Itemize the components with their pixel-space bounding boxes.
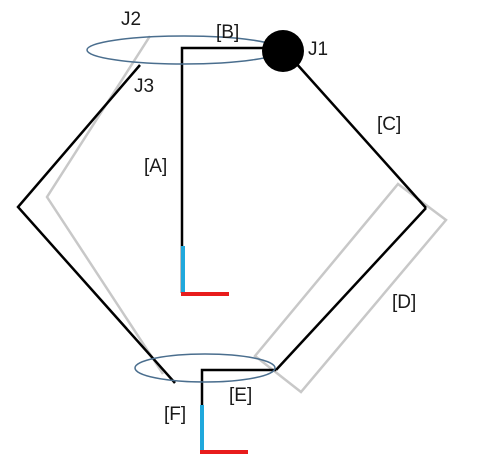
label-d: [D] — [392, 292, 416, 313]
label-b: [B] — [216, 22, 239, 43]
ring-top — [86, 35, 282, 65]
link-d — [275, 207, 427, 371]
label-e: [E] — [229, 385, 252, 406]
joint-j1 — [262, 30, 304, 72]
link-a-b — [180, 46, 271, 293]
ring-bottom — [134, 353, 276, 383]
ghost-left-arm — [45, 35, 165, 375]
black-links — [16, 46, 427, 405]
label-j3: J3 — [134, 76, 154, 97]
link-e — [200, 368, 276, 405]
link-c — [294, 61, 427, 209]
ghost-links — [45, 35, 448, 394]
frame-bottom — [200, 405, 248, 454]
label-a: [A] — [144, 156, 167, 177]
label-j2: J2 — [121, 9, 141, 30]
label-j1: J1 — [308, 39, 328, 60]
link-left-arm — [16, 64, 176, 384]
label-f: [F] — [164, 404, 186, 425]
label-c: [C] — [377, 114, 401, 135]
ghost-rectangle-d — [253, 182, 448, 394]
frame-top — [181, 246, 229, 296]
